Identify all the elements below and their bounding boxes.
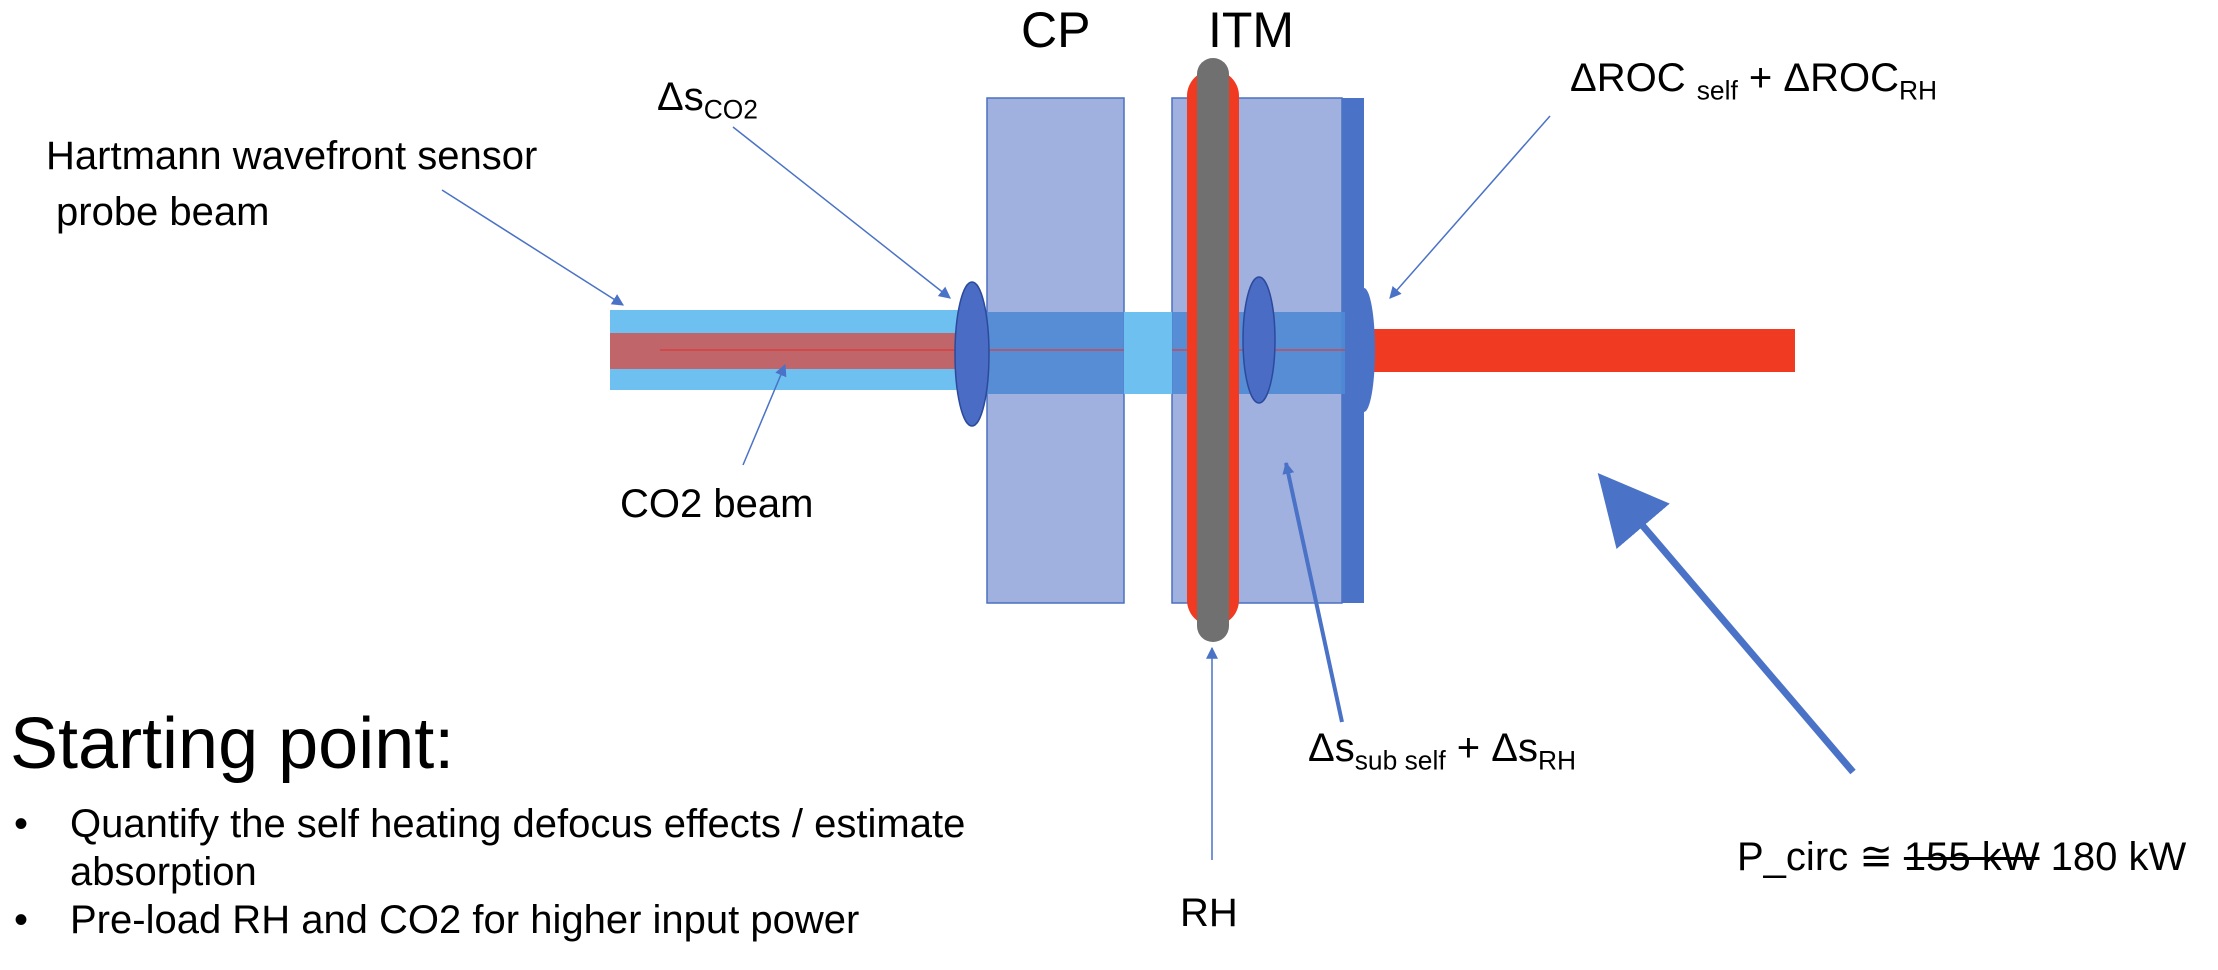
pcirc-struck-value: 155 kW bbox=[1903, 835, 2040, 879]
delta-s-sub-main2: + Δs bbox=[1445, 726, 1538, 770]
pcirc-prefix: P_circ ≅ bbox=[1737, 835, 1904, 879]
substrate-lens-arrow bbox=[1282, 461, 1344, 723]
delta-s-sub-main1: Δs bbox=[1308, 726, 1355, 770]
starting-point-bullets: Quantify the self heating defocus effect… bbox=[10, 800, 1090, 944]
hartmann-label-line2: probe beam bbox=[56, 190, 270, 234]
starting-point-heading: Starting point: bbox=[10, 704, 455, 784]
hartmann-arrow bbox=[441, 189, 625, 306]
droc-label: ΔROC self + ΔROCRH bbox=[1570, 55, 1937, 106]
delta-s-sub-label: Δssub self + ΔsRH bbox=[1308, 725, 1576, 776]
itm-label: ITM bbox=[1208, 2, 1295, 58]
substrate-thermal-lens bbox=[1242, 276, 1276, 404]
co2-beam-arrow bbox=[742, 363, 787, 466]
delta-s-co2-main: Δs bbox=[657, 75, 704, 119]
ring-heater-core bbox=[1197, 58, 1229, 642]
delta-s-sub-sub1: sub self bbox=[1354, 745, 1446, 776]
droc-part2: + ΔROC bbox=[1737, 56, 1899, 100]
droc-arrow bbox=[1389, 115, 1551, 299]
delta-s-sub-sub2: RH bbox=[1537, 745, 1577, 776]
delta-s-co2-arrow bbox=[732, 126, 951, 299]
hartmann-label-line1: Hartmann wavefront sensor bbox=[46, 134, 538, 178]
droc-sub2: RH bbox=[1899, 75, 1938, 106]
hr-coating bbox=[1342, 98, 1364, 603]
co2-thermal-lens bbox=[954, 281, 990, 427]
bullet-item: Quantify the self heating defocus effect… bbox=[10, 800, 1090, 896]
circulating-beam bbox=[1365, 329, 1795, 372]
pcirc-arrow bbox=[1597, 473, 1856, 775]
cp-label: CP bbox=[1021, 2, 1091, 58]
roc-bump bbox=[1353, 288, 1375, 412]
co2-beam bbox=[610, 333, 980, 369]
pcirc-new-value: 180 kW bbox=[2039, 835, 2187, 879]
delta-s-co2-label: ΔsCO2 bbox=[657, 74, 758, 125]
beam-gap-segment bbox=[1124, 312, 1172, 394]
droc-part1: ΔROC bbox=[1570, 56, 1697, 100]
delta-s-co2-sub: CO2 bbox=[703, 94, 758, 125]
co2-beam-label: CO2 beam bbox=[620, 482, 814, 526]
bullet-item: Pre-load RH and CO2 for higher input pow… bbox=[10, 896, 1090, 944]
droc-sub1: self bbox=[1696, 75, 1738, 106]
pcirc-label: P_circ ≅ 155 kW 180 kW bbox=[1737, 834, 2186, 880]
rh-label: RH bbox=[1180, 891, 1238, 935]
